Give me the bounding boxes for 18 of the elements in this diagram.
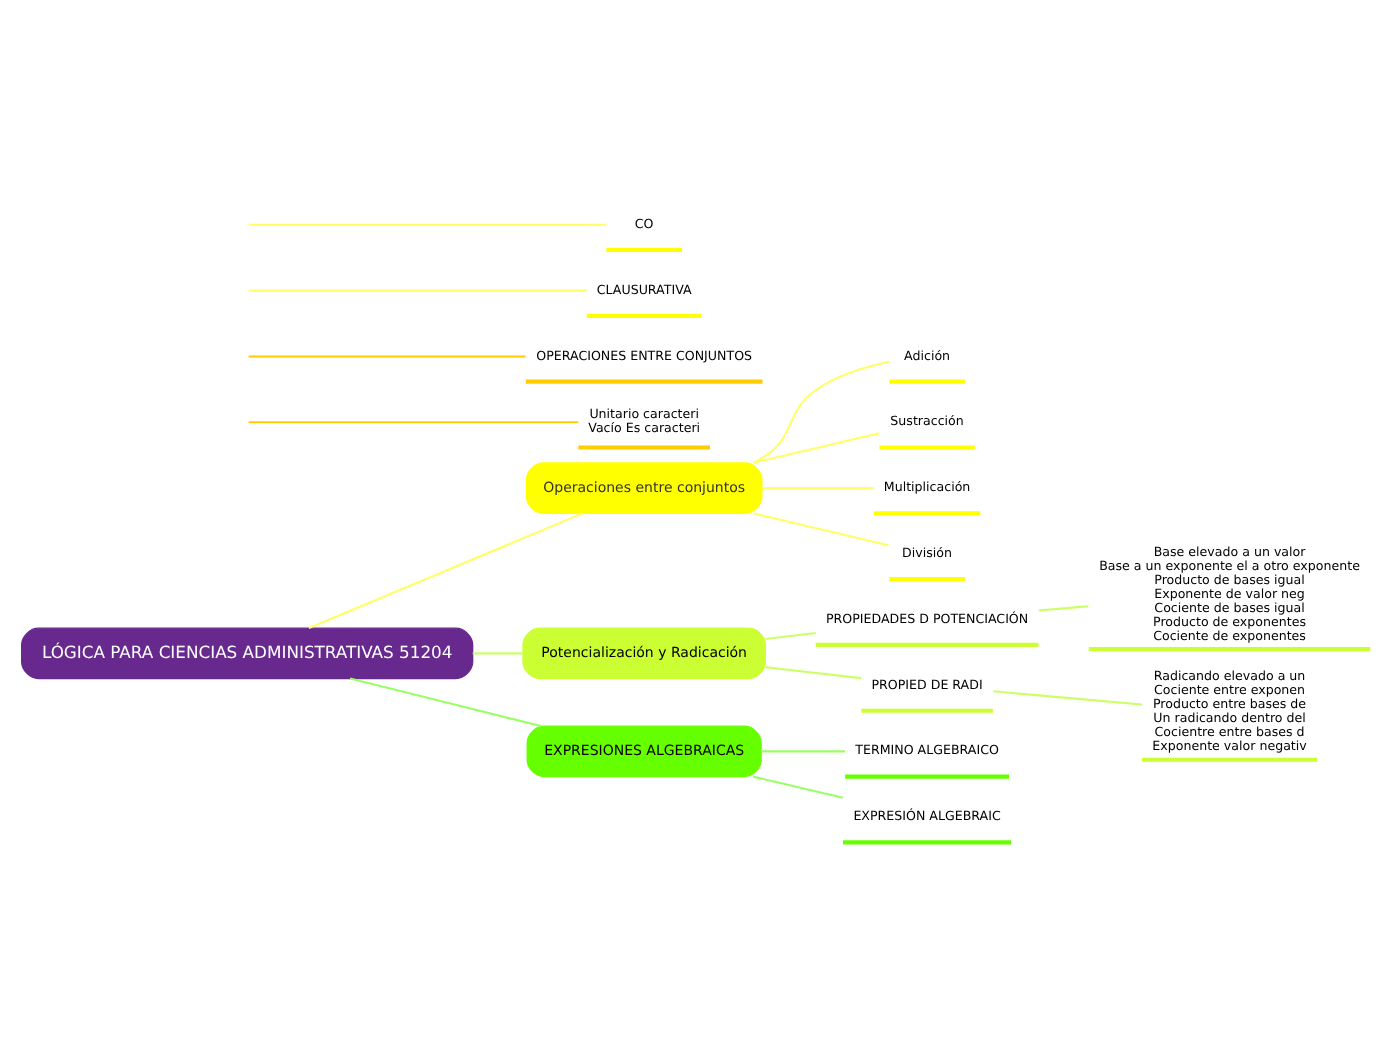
connector [472, 651, 523, 654]
connector [1038, 604, 1089, 611]
connector [765, 665, 862, 679]
connector [248, 354, 526, 357]
connector [308, 511, 583, 629]
node-box: LÓGICA PARA CIENCIAS ADMINISTRATIVAS 51204 [21, 626, 474, 679]
connector [765, 630, 816, 639]
connector [761, 486, 874, 489]
connector [248, 222, 607, 225]
connector [752, 774, 844, 798]
connector [752, 431, 880, 463]
connector [993, 689, 1143, 705]
connector [752, 511, 889, 546]
connector [349, 676, 542, 727]
connector [753, 359, 890, 463]
connector [248, 420, 579, 423]
connector [761, 749, 845, 752]
connector [248, 288, 587, 291]
